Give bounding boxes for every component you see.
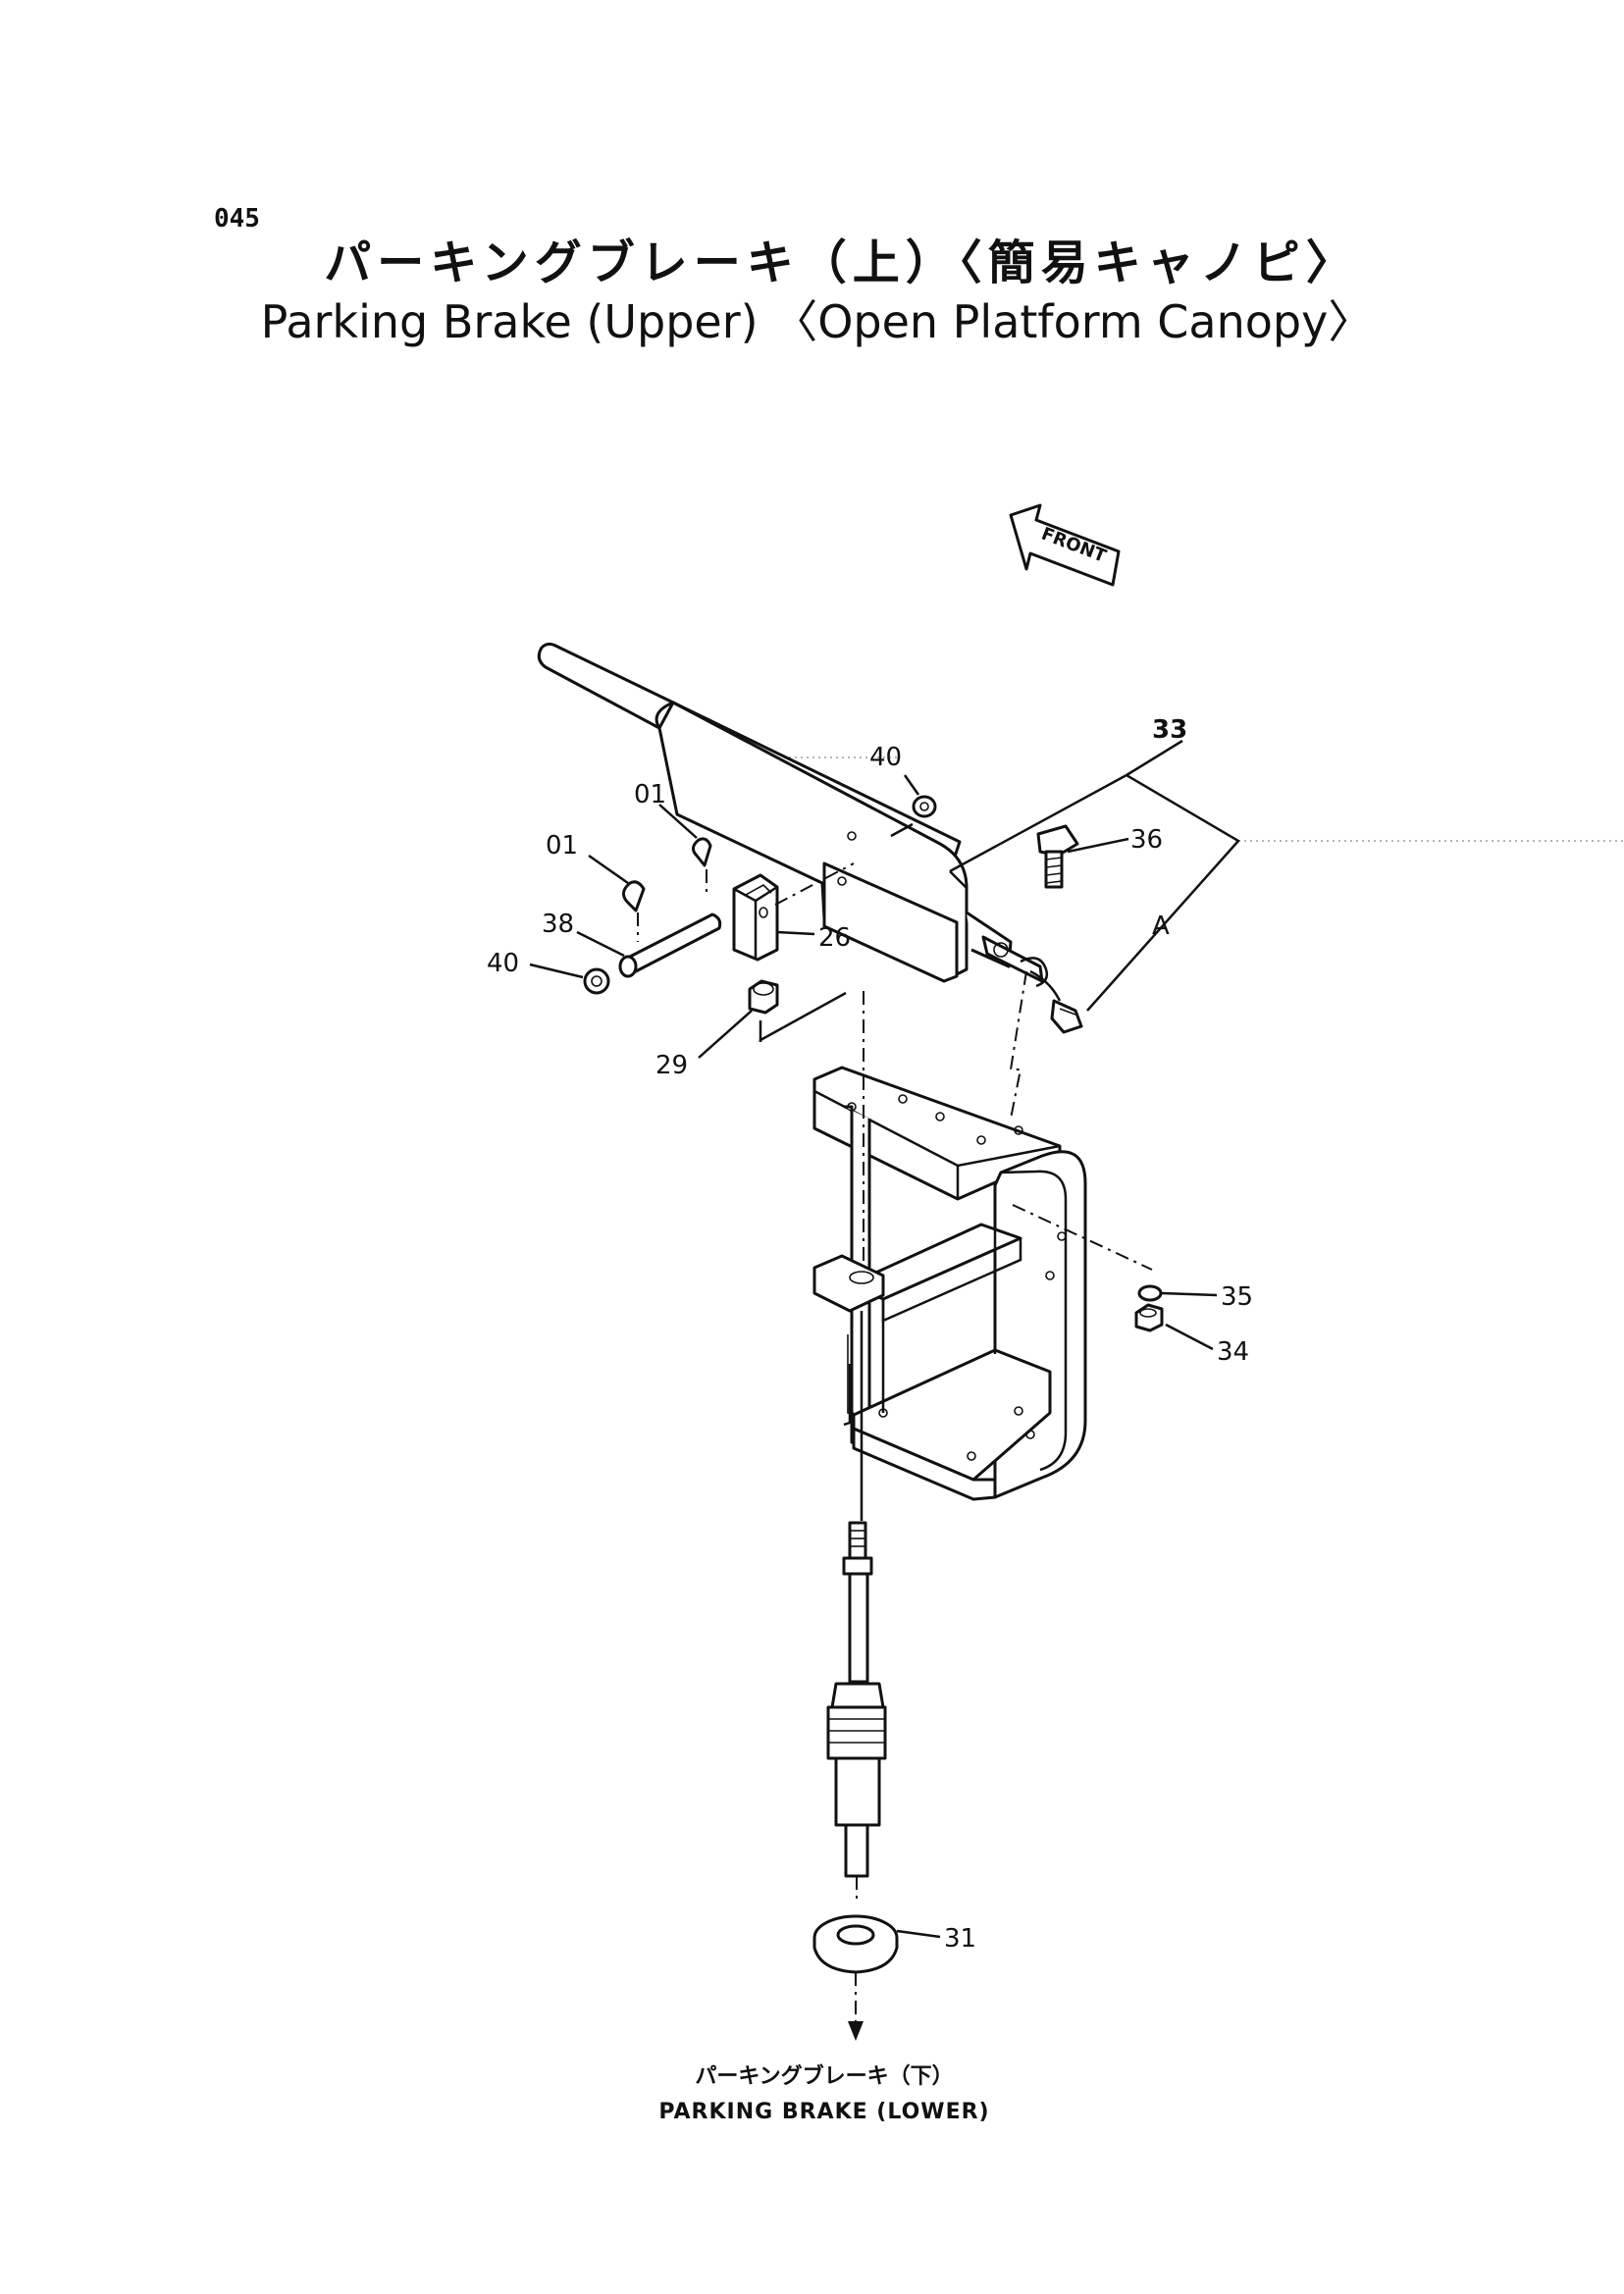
installation-path: [1009, 970, 1027, 1120]
continuation-label-japanese: パーキングブレーキ（下）: [695, 2064, 954, 2089]
callout-label: 38: [542, 910, 574, 939]
callout-label: A: [1152, 912, 1170, 941]
parking-brake-lever: [537, 642, 1083, 1034]
arrow-down-icon: [848, 2021, 864, 2041]
callout-label: 40: [869, 743, 902, 772]
cable-end-assembly: [826, 1521, 887, 1878]
pin-38: [618, 912, 722, 978]
callout-label: 35: [1221, 1282, 1253, 1312]
callout-label: 33: [1152, 715, 1187, 745]
callout-label: 31: [944, 1924, 976, 1954]
washer-40-lower: [583, 967, 610, 995]
grommet-31: [812, 1914, 899, 1974]
nut-29: [748, 979, 779, 1015]
callout-label: 01: [546, 831, 578, 860]
nut-34: [1134, 1303, 1164, 1332]
callout-label: 01: [634, 780, 666, 809]
page-number: 045: [214, 204, 260, 234]
callout-leader-33b: [1126, 739, 1183, 777]
page-title-japanese: パーキングブレーキ（上）〈簡易キャノピ〉: [324, 235, 1359, 290]
callout-label: 29: [655, 1051, 688, 1080]
callout-label: 34: [1217, 1337, 1249, 1367]
bolt-36: [1036, 824, 1079, 889]
cotter-pin-01-right: [692, 837, 712, 867]
cotter-pin-01-left: [622, 880, 646, 912]
callout-leader-33: [949, 773, 1240, 1012]
continuation-label-english: PARKING BRAKE (LOWER): [658, 2100, 990, 2124]
lock-washer-35: [1137, 1284, 1163, 1302]
front-arrow-icon: FRONT: [1009, 503, 1121, 587]
washer-40-upper: [912, 795, 937, 818]
callout-label: 36: [1130, 825, 1163, 855]
callout-label: 26: [818, 923, 851, 953]
mounting-bracket: [812, 1066, 1087, 1501]
clevis-26: [732, 862, 855, 962]
callout-label: 40: [487, 949, 519, 978]
page-title-english: Parking Brake (Upper) 〈Open Platform Can…: [260, 295, 1374, 348]
